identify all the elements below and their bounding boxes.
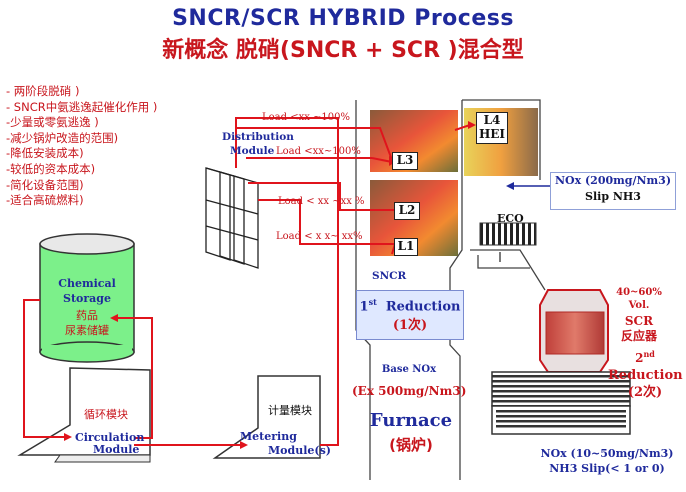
distribution-module-grid [205, 167, 259, 269]
first-reduction-cn: (1次) [392, 318, 428, 334]
circulation-module-cn: 循环模块 [84, 408, 128, 421]
benefit-item: - 两阶段脱硝 ) [6, 84, 80, 98]
sncr-label: SNCR [372, 270, 407, 282]
benefit-list: - 两阶段脱硝 ) - SNCR中氨逃逸起催化作用 ) -少量或零氨逃逸 ) -… [6, 84, 157, 209]
load-label-3: Load < xx ~xx % [278, 196, 365, 207]
load-label-2: Load <xx~100% [276, 146, 361, 157]
distribution-line1: Distribution [222, 131, 294, 143]
metering-module-cn: 计量模块 [268, 404, 312, 417]
load-label-1: Load <xx ~100% [262, 112, 351, 123]
base-nox-value: (Ex 500mg/Nm3) [352, 384, 467, 398]
storage-en-line2: Storage [63, 292, 111, 305]
chemical-storage-cn: 药品 尿素储罐 [52, 308, 122, 338]
second-reduction-text: Reduction [608, 368, 683, 383]
scr-reactor-label: SCR 反应器 [612, 314, 666, 344]
furnace-label: Furnace [369, 410, 453, 431]
first-reduction-box: 1st Reduction (1次) [356, 290, 464, 340]
benefit-item: -降低安装成本) [6, 146, 84, 161]
distribution-line2: Module [230, 145, 275, 157]
nox-outlet-line2: NH3 Slip(< 1 or 0) [549, 462, 665, 475]
circulation-en-line1: Circulation [75, 431, 145, 444]
metering-module-label: Metering Module(s) [240, 430, 331, 458]
circulation-en-line2: Module [93, 443, 140, 456]
nox-outlet-line1: NOx (10~50mg/Nm3) [540, 447, 674, 460]
level-box-l2: L2 [394, 202, 420, 220]
scr-line4: 反应器 [620, 329, 657, 343]
second-reduction-number: 2nd [635, 349, 655, 365]
benefit-item: -少量或零氨逃逸 ) [6, 115, 99, 130]
title-english: SNCR/SCR HYBRID Process [172, 6, 514, 31]
benefit-item: -适合高硫燃料) [6, 193, 84, 208]
storage-cn-line1: 药品 [76, 309, 98, 322]
level-box-l4: L4 HEI [476, 112, 508, 144]
level-box-l1: L1 [394, 238, 418, 256]
scr-line2: Vol. [628, 300, 650, 311]
benefit-item: -减少锅炉改造的范围) [6, 130, 119, 145]
benefit-item: - SNCR中氨逃逸起催化作用 ) [6, 99, 158, 114]
title-chinese: 新概念 脱硝(SNCR + SCR )混合型 [162, 38, 524, 63]
metering-en-line1: Metering [240, 430, 297, 443]
scr-volume-label: 40~60% Vol. [612, 286, 666, 312]
air-heater-upper [491, 371, 631, 407]
scr-reactor [539, 289, 609, 382]
nox-inlet-box: NOx (200mg/Nm3) Slip NH3 [550, 172, 676, 210]
base-nox-label: Base NOx [381, 364, 437, 375]
load-label-4: Load < x x~ xx% [276, 231, 363, 242]
scr-line1: 40~60% [616, 287, 662, 298]
storage-cn-line2: 尿素储罐 [65, 324, 109, 337]
flow-lines [23, 117, 471, 446]
eco-tube-bank [479, 222, 537, 246]
storage-en-line1: Chemical [58, 277, 116, 290]
distribution-module-label: Distribution Module [222, 130, 294, 158]
benefit-item: -较低的资本成本) [6, 161, 96, 176]
chemical-storage-label: Chemical Storage [52, 276, 122, 306]
nox-inlet-line2: Slip NH3 [585, 190, 641, 203]
benefit-item: -简化设备范围) [6, 177, 84, 192]
nox-inlet-arrow [506, 182, 552, 190]
metering-en-line2: Module(s) [268, 444, 331, 457]
metering-module-shape [212, 375, 321, 459]
l4-line2: HEI [478, 127, 506, 141]
second-reduction-label: 2nd Reduction (2次) [608, 346, 683, 401]
l4-line1: L4 [483, 113, 501, 127]
chemical-storage-tank [39, 233, 135, 363]
circulation-module-label: Circulation Module [75, 432, 144, 456]
furnace-cn: (锅炉) [389, 436, 433, 454]
scr-line3: SCR [624, 314, 654, 328]
first-reduction-title: 1st Reduction [359, 297, 461, 315]
nox-outlet-label: NOx (10~50mg/Nm3) NH3 Slip(< 1 or 0) [532, 446, 682, 476]
eco-label: ECO [497, 212, 524, 225]
second-reduction-cn: (2次) [627, 385, 663, 400]
level-box-l3: L3 [392, 152, 418, 170]
nox-inlet-line1: NOx (200mg/Nm3) [554, 174, 672, 187]
